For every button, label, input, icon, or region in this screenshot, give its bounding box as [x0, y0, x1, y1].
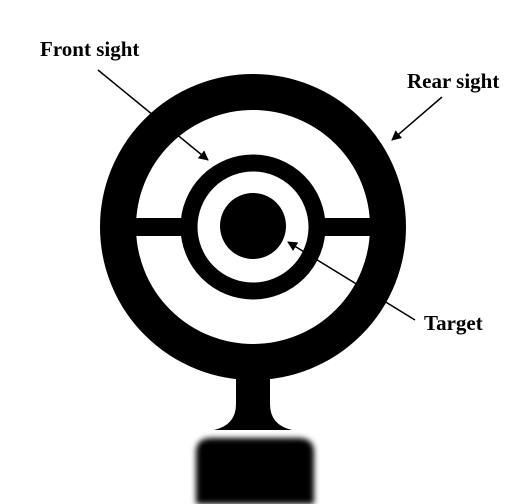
target-arrow: [287, 241, 416, 321]
front-sight-ring: [180, 154, 326, 300]
rear-sight-label: Rear sight: [407, 69, 499, 93]
rear-sight-arrow: [391, 96, 443, 141]
target-label: Target: [424, 311, 483, 335]
front-sight-arrow: [97, 69, 209, 161]
front-sight-label: Front sight: [40, 37, 139, 61]
front-sight-crossbar-left: [133, 218, 185, 236]
rifle-silhouette: [196, 438, 314, 504]
rifle-label: Rifle: [233, 461, 276, 485]
front-sight-crossbar-right: [321, 218, 373, 236]
target-bullseye: [220, 193, 286, 259]
rear-sight-ring: [100, 74, 406, 380]
